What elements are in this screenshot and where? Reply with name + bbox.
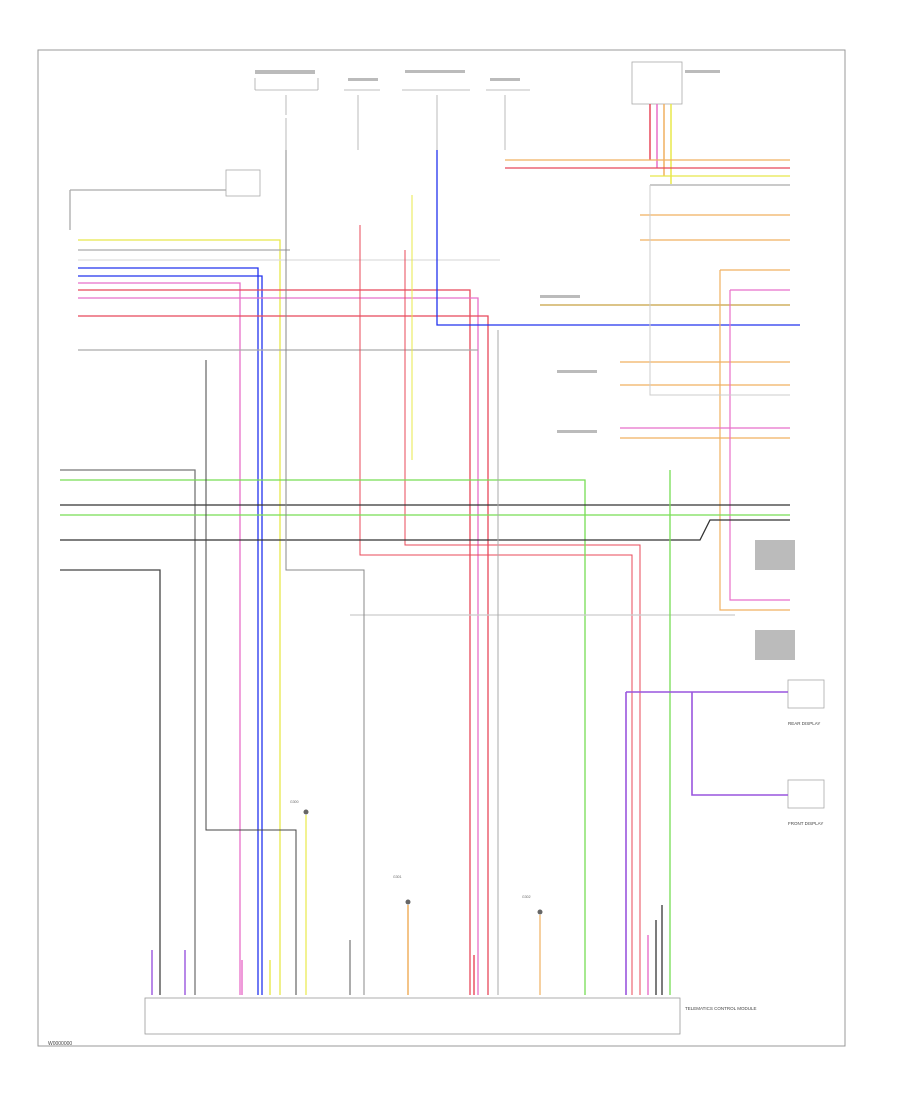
- blue-vertical-wire: [436, 150, 800, 326]
- fuse-block-2: [344, 89, 380, 150]
- fuse-block-4: [486, 89, 530, 150]
- svg-text:G300: G300: [290, 800, 299, 804]
- svg-text:G302: G302: [522, 895, 531, 899]
- fuse-block-1: [254, 78, 319, 150]
- ground-2: G301: [393, 875, 411, 995]
- ground-1: G300: [290, 800, 309, 995]
- ground-3: G302: [522, 895, 543, 995]
- main-module-label: TELEMATICS CONTROL MODULE: [685, 1006, 757, 1011]
- top-right-component-wires: [649, 104, 672, 184]
- display-purple-wires: [625, 691, 788, 995]
- left-connector-wires: [69, 189, 500, 995]
- module-pin-stubs: [151, 905, 663, 995]
- front-display-label: FRONT DISPLAY: [788, 821, 823, 826]
- relay-box: [225, 169, 261, 197]
- figure-code: W0000000: [48, 1041, 73, 1047]
- gray-vertical-wires: [205, 150, 790, 995]
- right-connector-wires: [505, 159, 790, 611]
- diagram-frame: [37, 49, 846, 1047]
- rear-display-label: REAR DISPLAY: [788, 721, 820, 726]
- front-display-box: [787, 779, 825, 809]
- svg-text:G301: G301: [393, 875, 402, 879]
- top-right-component-box: [631, 61, 683, 105]
- rear-display-box: [787, 679, 825, 709]
- relay-red-wires: [359, 225, 641, 995]
- bus-wires: [60, 469, 790, 995]
- fuse-block-3: [402, 89, 470, 150]
- label-ticks: [255, 70, 795, 660]
- main-module-box: [144, 997, 681, 1035]
